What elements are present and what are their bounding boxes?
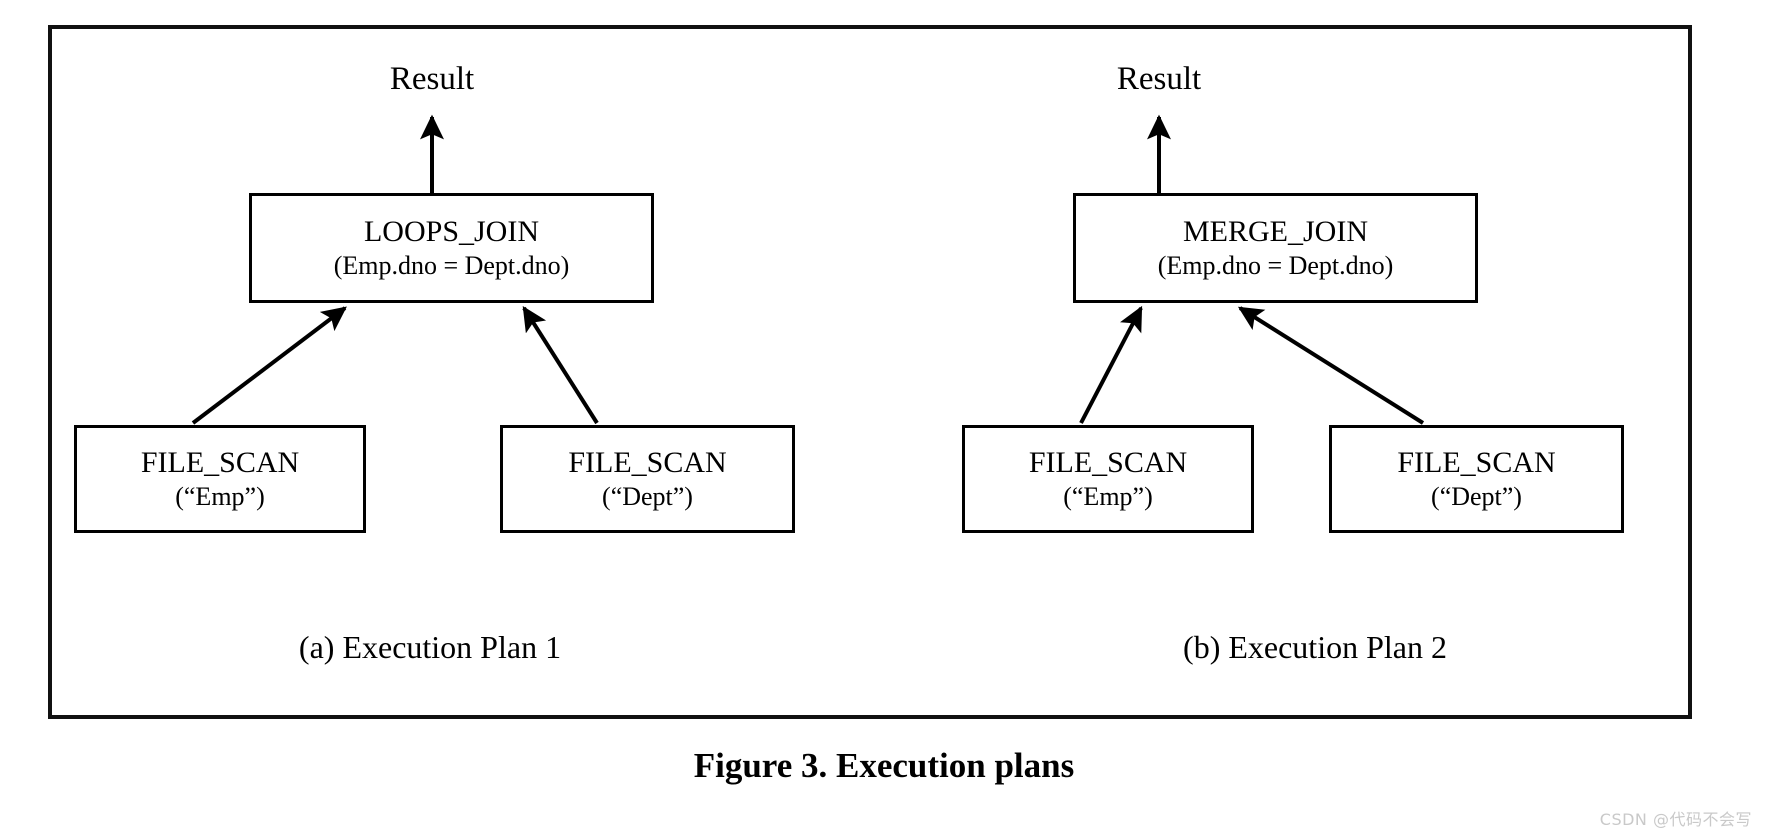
plan-a-scan-emp-operator: FILE_SCAN	[140, 446, 300, 480]
execution-plan-b-panel	[870, 25, 1692, 719]
result-label-plan-b: Result	[1116, 61, 1202, 97]
csdn-watermark: CSDN @代码不会写	[1599, 810, 1752, 829]
plan-b-scan-emp-operator: FILE_SCAN	[1028, 446, 1188, 480]
plan-a-scan-emp-relation: (“Emp”)	[175, 481, 265, 511]
plan-a-scan-dept-node[interactable]: FILE_SCAN (“Dept”)	[500, 425, 795, 533]
plan-b-scan-emp-relation: (“Emp”)	[1063, 481, 1153, 511]
plan-b-join-operator: MERGE_JOIN	[1183, 215, 1368, 249]
plan-b-scan-dept-operator: FILE_SCAN	[1397, 446, 1556, 480]
plan-b-scan-emp-node[interactable]: FILE_SCAN (“Emp”)	[962, 425, 1254, 533]
plan-a-scan-dept-operator: FILE_SCAN	[568, 446, 727, 480]
plan-a-caption: (a) Execution Plan 1	[298, 629, 562, 665]
plan-b-join-predicate: (Emp.dno = Dept.dno)	[1157, 250, 1394, 280]
execution-plan-a-panel	[48, 25, 870, 719]
plan-b-scan-dept-relation: (“Dept”)	[1431, 481, 1522, 511]
plan-a-join-node[interactable]: LOOPS_JOIN (Emp.dno = Dept.dno)	[249, 193, 654, 303]
plan-a-scan-dept-relation: (“Dept”)	[602, 481, 693, 511]
plan-a-scan-emp-node[interactable]: FILE_SCAN (“Emp”)	[74, 425, 366, 533]
plan-a-join-predicate: (Emp.dno = Dept.dno)	[333, 250, 570, 280]
plan-b-caption: (b) Execution Plan 2	[1183, 629, 1447, 665]
plan-a-join-operator: LOOPS_JOIN	[363, 215, 540, 249]
plan-b-join-node[interactable]: MERGE_JOIN (Emp.dno = Dept.dno)	[1073, 193, 1478, 303]
result-label-plan-a: Result	[389, 61, 475, 97]
plan-b-scan-dept-node[interactable]: FILE_SCAN (“Dept”)	[1329, 425, 1624, 533]
figure-title: Figure 3. Execution plans	[693, 746, 1075, 785]
